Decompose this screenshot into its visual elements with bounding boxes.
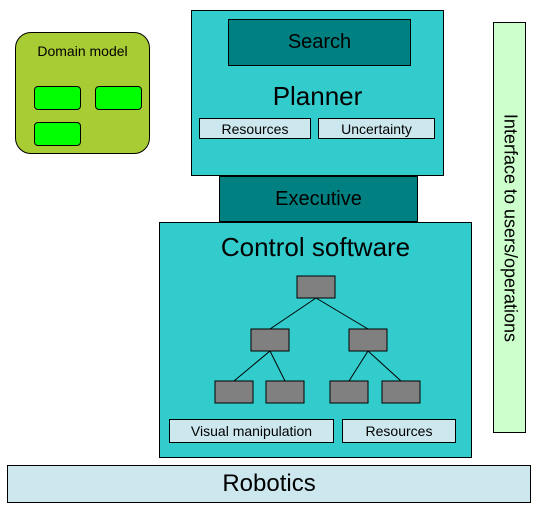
executive-box: Executive [219, 176, 418, 222]
domain-model-item [34, 122, 81, 146]
control-resources-chip: Resources [342, 419, 456, 443]
search-label: Search [287, 31, 352, 53]
tree-node [265, 380, 305, 404]
visual-manipulation-chip: Visual manipulation [169, 419, 334, 443]
hierarchy-tree [214, 275, 421, 404]
domain-model-item [34, 86, 81, 110]
tree-edge [269, 297, 317, 330]
planner-title: Planner [272, 81, 363, 111]
tree-edge [233, 350, 271, 382]
robotics-label: Robotics [222, 470, 316, 497]
planner-resources-chip: Resources [199, 118, 311, 139]
visual-manipulation-label: Visual manipulation [190, 423, 313, 439]
planner-uncertainty-chip: Uncertainty [318, 118, 435, 139]
tree-edge [315, 297, 369, 330]
planner-resources-label: Resources [221, 120, 289, 137]
tree-node [329, 380, 369, 404]
tree-node-root [296, 275, 336, 299]
control-software-box: Control software Visual manipulation Res… [159, 222, 472, 458]
tree-edge [348, 350, 369, 382]
search-box: Search [228, 19, 411, 66]
control-software-title: Control software [220, 232, 411, 262]
domain-model-box: Domain model [15, 32, 150, 154]
tree-edge [269, 350, 286, 382]
tree-node [381, 380, 421, 404]
domain-model-label: Domain model [37, 43, 128, 59]
interface-bar: Interface to users/operations [493, 22, 526, 433]
planner-box: Search Planner Resources Uncertainty [191, 10, 444, 176]
executive-label: Executive [275, 187, 362, 210]
robotics-bar: Robotics [7, 465, 531, 503]
tree-node [214, 380, 254, 404]
tree-edge [367, 350, 402, 382]
planner-uncertainty-label: Uncertainty [341, 120, 412, 137]
tree-node [250, 328, 290, 352]
tree-node [348, 328, 388, 352]
control-resources-label: Resources [365, 423, 433, 439]
domain-model-item [95, 86, 142, 110]
interface-label: Interface to users/operations [500, 113, 520, 342]
